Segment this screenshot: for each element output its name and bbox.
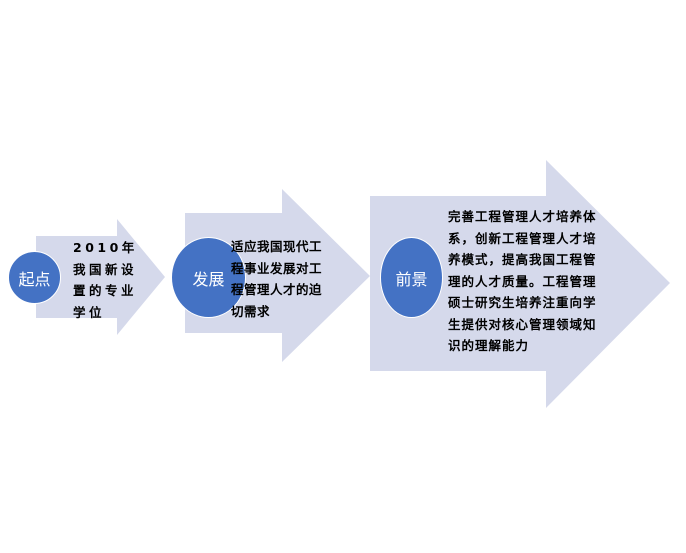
stage-3-circle: 前景 xyxy=(380,237,443,318)
stage-2-label: 发展 xyxy=(192,269,225,289)
arrow-stage-3 xyxy=(370,160,670,408)
stage-1-label: 起点 xyxy=(18,269,51,289)
stage-1-text: 2010年我国新设置的专业学位 xyxy=(73,240,138,320)
stage-3-text: 完善工程管理人才培养体系，创新工程管理人才培养模式，提高我国工程管理的人才质量。… xyxy=(448,209,597,353)
stage-1-circle: 起点 xyxy=(8,251,61,304)
stage-2-circle: 发展 xyxy=(171,237,246,318)
stage-2-text: 适应我国现代工程事业发展对工程管理人才的迫切需求 xyxy=(231,239,323,319)
stage-3-label: 前景 xyxy=(395,269,428,289)
arrow-stage-2 xyxy=(185,189,370,362)
arrow-stage-1 xyxy=(36,219,165,335)
